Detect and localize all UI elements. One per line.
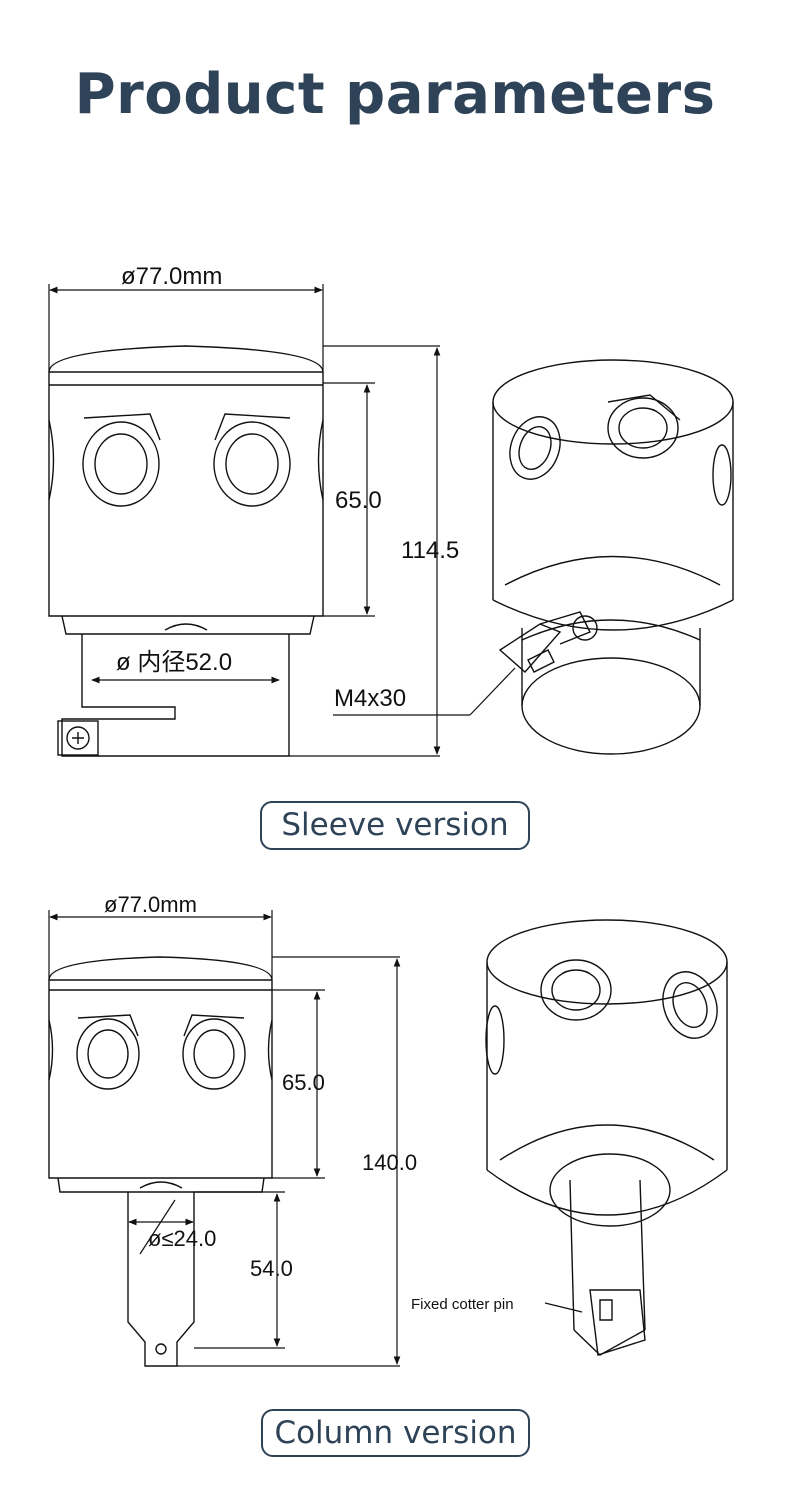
sleeve-diameter-label: ø77.0mm: [121, 263, 222, 290]
sleeve-total-height-label: 114.5: [401, 537, 459, 564]
sleeve-version-label: Sleeve version: [260, 801, 530, 850]
column-pole-length-label: 54.0: [250, 1256, 293, 1281]
column-body-height-label: 65.0: [282, 1070, 325, 1095]
sleeve-screw-label: M4x30: [334, 685, 406, 712]
sleeve-dimensions: [48, 284, 516, 757]
column-total-height-label: 140.0: [362, 1150, 417, 1175]
cotter-pin-label: Fixed cotter pin: [411, 1296, 514, 1313]
column-isometric-view: [485, 919, 728, 1356]
column-pole-diameter-label: ø≤24.0: [148, 1226, 216, 1251]
sleeve-front-view: [48, 345, 324, 757]
page-title: Product parameters: [74, 62, 716, 127]
column-dimensions: [48, 910, 583, 1367]
sleeve-inner-diameter-label: ø 内径52.0: [116, 649, 232, 676]
column-version-label: Column version: [261, 1409, 530, 1457]
sleeve-body-height-label: 65.0: [335, 487, 382, 514]
sleeve-isometric-view: [492, 359, 734, 755]
column-diameter-label: ø77.0mm: [104, 892, 197, 917]
column-front-view: [48, 956, 273, 1367]
